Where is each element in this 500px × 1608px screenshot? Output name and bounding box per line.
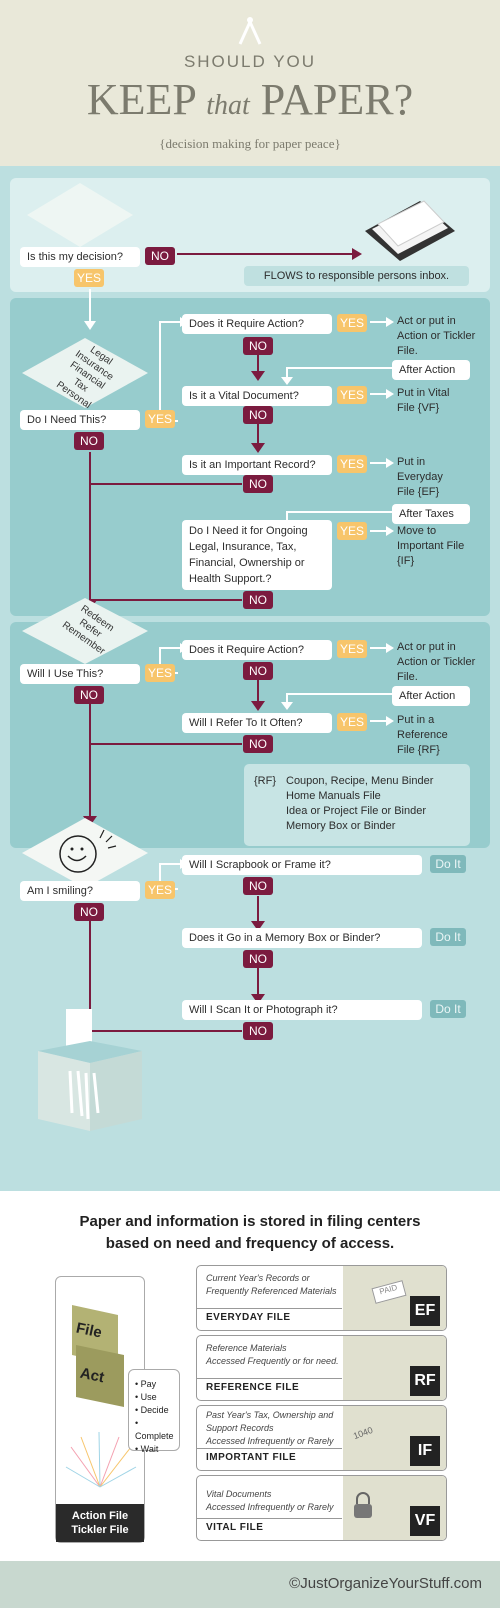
question-action: Does it Require Action?	[182, 314, 332, 334]
burst-icon	[65, 1431, 137, 1488]
no-badge: NO	[243, 735, 273, 753]
tax-form-label: 1040	[351, 1424, 375, 1442]
page-title: KEEP that PAPER?	[86, 75, 414, 124]
question-vital: Is it a Vital Document?	[182, 386, 332, 406]
title-line1: SHOULD YOU	[183, 52, 317, 71]
yes-badge: YES	[337, 640, 367, 658]
vital-result: Put in Vital File {VF}	[397, 387, 450, 414]
header: SHOULD YOU KEEP that PAPER? {decision ma…	[0, 0, 500, 165]
action-result-2: Act or put in Action or Tickler File.	[397, 641, 476, 683]
question-decision: Is this my decision?	[20, 247, 140, 267]
padlock-icon	[354, 1492, 372, 1518]
yes-badge: YES	[74, 269, 104, 287]
shredder-icon	[38, 1009, 142, 1131]
action-file-label: Action File Tickler File	[56, 1504, 144, 1542]
yes-badge: YES	[337, 314, 367, 332]
file-name: VITAL FILE	[206, 1522, 264, 1533]
yes-badge: YES	[145, 410, 175, 428]
after-action-label-2: After Action	[392, 686, 470, 706]
rf-label: {RF}	[254, 775, 277, 787]
file-abbr: RF	[410, 1366, 440, 1396]
no-badge: NO	[74, 903, 104, 921]
folders-icon	[72, 1305, 124, 1407]
after-taxes-label: After Taxes	[392, 504, 470, 524]
blank-diamond-icon	[27, 183, 133, 247]
no-badge: NO	[243, 406, 273, 424]
footer	[0, 1561, 500, 1608]
question-smile: Am I smiling?	[20, 881, 140, 901]
question-use: Will I Use This?	[20, 664, 140, 684]
flowchart: Is this my decision? NO FLOWS to respons…	[0, 166, 500, 1191]
no-badge: NO	[243, 1022, 273, 1040]
file-abbr: IF	[410, 1436, 440, 1466]
no-badge: NO	[243, 950, 273, 968]
no-badge: NO	[145, 247, 175, 265]
question-need: Do I Need This?	[20, 410, 140, 430]
question-action-2: Does it Require Action?	[182, 640, 332, 660]
refer-result: Put in a Reference File {RF}	[397, 714, 448, 756]
no-badge: NO	[243, 877, 273, 895]
no-badge: NO	[243, 475, 273, 493]
action-result: Act or put in Action or Tickler File.	[397, 315, 476, 357]
inbox-tray-icon	[365, 200, 455, 261]
yes-badge: YES	[145, 664, 175, 682]
need-diamond	[22, 338, 148, 408]
record-result: Put in Everyday File {EF}	[397, 456, 443, 498]
question-record: Is it an Important Record?	[182, 455, 332, 475]
do-it-badge: Do It	[430, 928, 466, 946]
no-badge: NO	[243, 591, 273, 609]
do-it-badge: Do It	[430, 1000, 466, 1018]
file-name: EVERYDAY FILE	[206, 1312, 291, 1323]
no-badge: NO	[74, 432, 104, 450]
yes-badge: YES	[337, 455, 367, 473]
action-file-box: File Act Action File Tickler File	[55, 1276, 145, 1543]
flows-to-inbox: FLOWS to responsible persons inbox.	[244, 266, 469, 286]
no-badge: NO	[243, 337, 273, 355]
file-name: REFERENCE FILE	[206, 1382, 300, 1393]
no-badge: NO	[74, 686, 104, 704]
after-action-label: After Action	[392, 360, 470, 380]
use-diamond	[22, 598, 148, 664]
question-scan: Will I Scan It or Photograph it?	[182, 1000, 422, 1020]
paid-stamp: PAID	[371, 1280, 407, 1304]
question-ongoing: Do I Need it for Ongoing Legal, Insuranc…	[182, 520, 332, 590]
yes-badge: YES	[337, 522, 367, 540]
filing-centers-section: Paper and information is stored in filin…	[0, 1191, 500, 1561]
do-it-badge: Do It	[430, 855, 466, 873]
yes-badge: YES	[337, 386, 367, 404]
yes-badge: YES	[337, 713, 367, 731]
no-badge: NO	[243, 662, 273, 680]
action-steps: • Pay • Use • Decide • Complete • Wait	[128, 1369, 180, 1454]
ongoing-result: Move to Important File {IF}	[397, 525, 465, 567]
file-name: IMPORTANT FILE	[206, 1452, 297, 1463]
smiley-diamond	[22, 818, 148, 888]
yes-badge: YES	[145, 881, 175, 899]
copyright: ©JustOrganizeYourStuff.com	[289, 1575, 482, 1592]
tagline: {decision making for paper peace}	[159, 136, 341, 151]
question-memory: Does it Go in a Memory Box or Binder?	[182, 928, 422, 948]
file-abbr: VF	[410, 1506, 440, 1536]
filing-headline: Paper and information is stored in filin…	[79, 1213, 421, 1252]
file-abbr: EF	[410, 1296, 440, 1326]
question-scrapbook: Will I Scrapbook or Frame it?	[182, 855, 422, 875]
wishbone-icon	[238, 17, 262, 45]
question-refer: Will I Refer To It Often?	[182, 713, 332, 733]
